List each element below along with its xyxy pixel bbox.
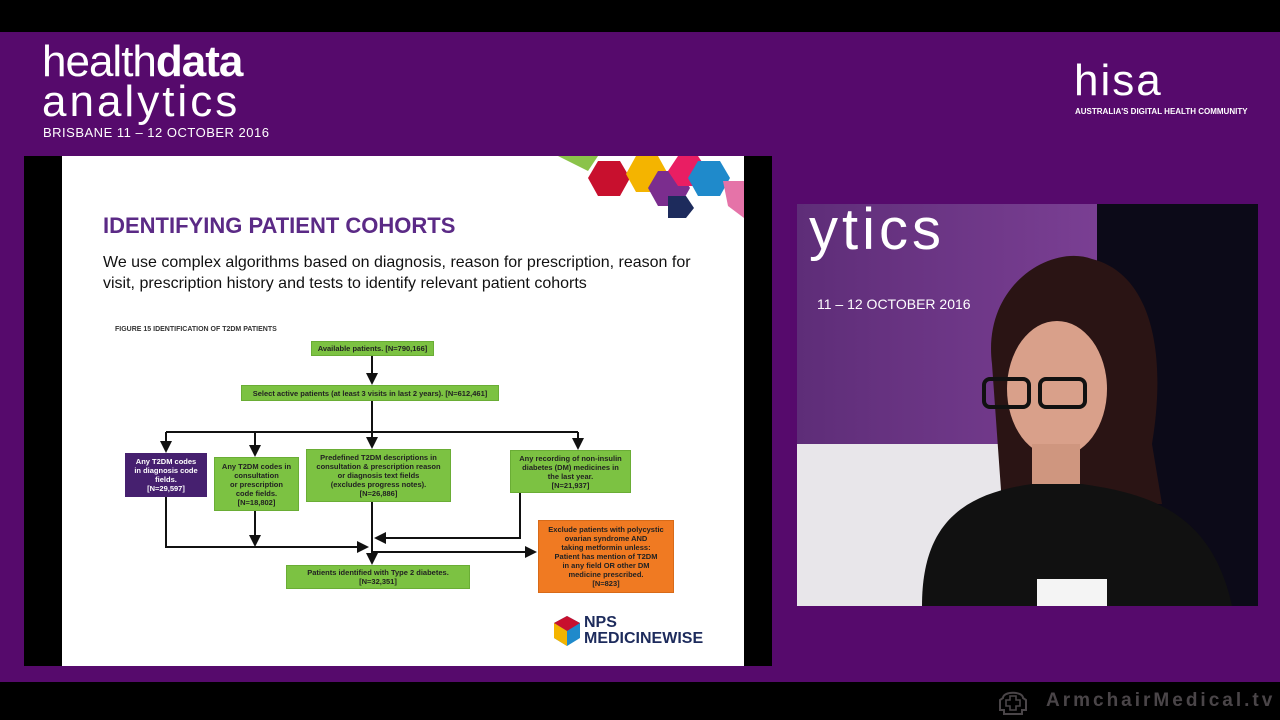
video-backdrop-text: ytics [809,204,945,262]
video-backdrop-date: 11 – 12 OCTOBER 2016 [817,296,971,312]
speaker-video: ytics 11 – 12 OCTOBER 2016 [797,204,1258,606]
box-text-fields: Predefined T2DM descriptions in consulta… [306,449,451,502]
nps-logo-line2: MEDICINEWISE [584,630,704,647]
nps-logo-line1: NPS [584,614,617,631]
event-date: BRISBANE 11 – 12 OCTOBER 2016 [43,125,270,140]
box-active-patients: Select active patients (at least 3 visit… [241,385,499,401]
box-consultation-codes: Any T2DM codes in consultation or prescr… [214,457,299,511]
logo-data: data [155,37,243,86]
nps-logo-icon [554,616,580,646]
event-logo: healthdata analytics [42,40,243,126]
hexagon-decoration [558,156,744,218]
logo-health: health [42,37,157,86]
presenter-figure [922,255,1232,606]
figure-caption: FIGURE 15 IDENTIFICATION OF T2DM PATIENT… [115,326,277,333]
box-exclusion: Exclude patients with polycystic ovarian… [538,520,674,593]
slide-title: IDENTIFYING PATIENT COHORTS [103,213,456,238]
watermark-text: ArmchairMedical.tv [1046,690,1276,711]
logo-analytics: analytics [42,77,241,126]
hisa-logo: hisa [1074,56,1163,105]
box-diagnosis-codes: Any T2DM codes in diagnosis code fields.… [125,453,207,497]
box-available-patients: Available patients. [N=790,166] [311,341,434,356]
slide-body-text: We use complex algorithms based on diagn… [103,254,691,292]
armchair-medical-icon [999,691,1027,715]
box-medicines: Any recording of non-insulin diabetes (D… [510,450,631,493]
box-result: Patients identified with Type 2 diabetes… [286,565,470,589]
nps-logo: NPS MEDICINEWISE [584,615,703,647]
hisa-tagline: AUSTRALIA'S DIGITAL HEALTH COMMUNITY [1075,107,1248,116]
